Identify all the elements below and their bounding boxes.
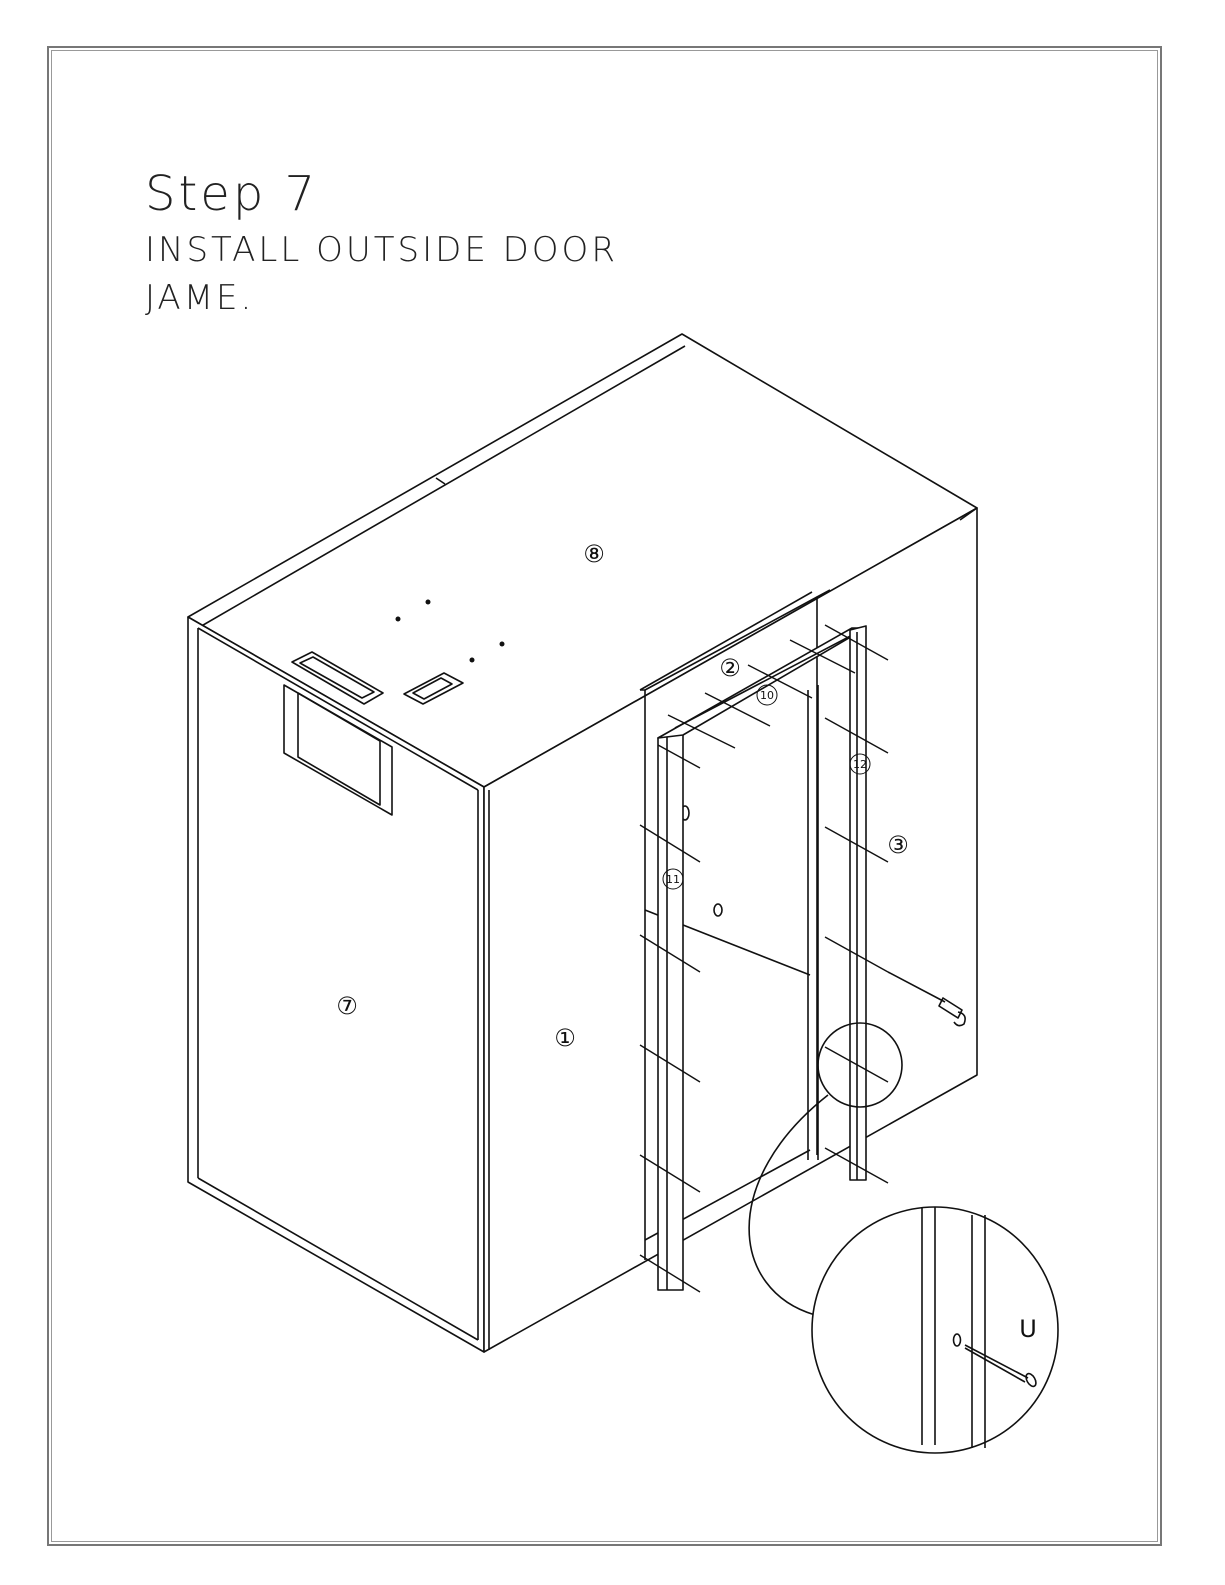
part-label-7: ⑦: [336, 992, 358, 1020]
part-label-12: 12: [853, 758, 867, 771]
hardware-label-u: U: [1019, 1315, 1037, 1343]
part-label-11: 11: [666, 873, 680, 886]
part-label-2: ②: [719, 654, 741, 682]
part-label-1: ①: [554, 1024, 576, 1052]
part-label-10: 10: [760, 689, 774, 702]
part-label-3: ③: [887, 831, 909, 859]
part-label-8: ⑧: [583, 540, 605, 568]
